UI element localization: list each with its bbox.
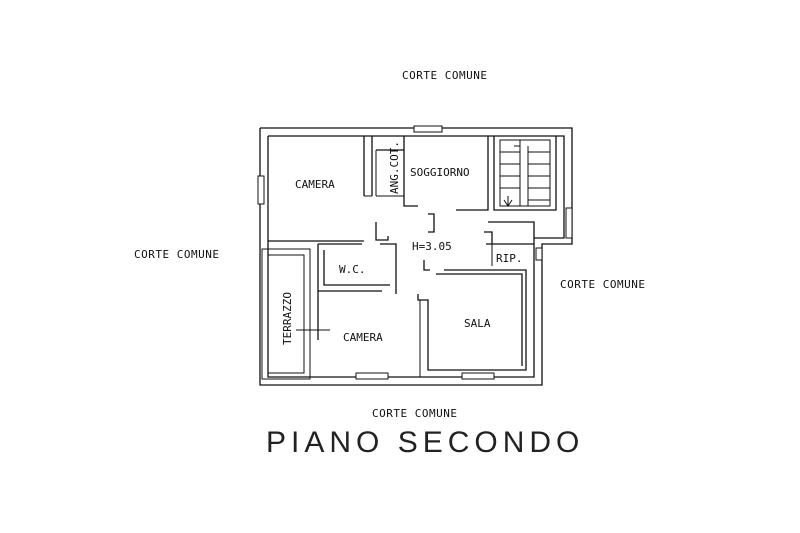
label-camera-1: CAMERA	[295, 178, 335, 191]
interior-walls	[268, 136, 557, 377]
label-height: H=3.05	[412, 240, 452, 253]
label-ang-cot: ANG.COT.	[388, 141, 401, 194]
label-soggiorno: SOGGIORNO	[410, 166, 470, 179]
label-corte-comune-left: CORTE COMUNE	[134, 248, 219, 261]
terrace	[261, 248, 330, 380]
label-rip: RIP.	[496, 252, 523, 265]
label-corte-comune-top: CORTE COMUNE	[402, 69, 487, 82]
label-wc: W.C.	[339, 263, 366, 276]
label-sala: SALA	[464, 317, 491, 330]
label-camera-2: CAMERA	[343, 331, 383, 344]
label-corte-comune-right: CORTE COMUNE	[560, 278, 645, 291]
windows	[257, 125, 573, 380]
plan-title: PIANO SECONDO	[266, 426, 584, 459]
staircase	[499, 139, 551, 207]
label-terrazzo: TERRAZZO	[281, 292, 294, 345]
label-corte-comune-bottom: CORTE COMUNE	[372, 407, 457, 420]
